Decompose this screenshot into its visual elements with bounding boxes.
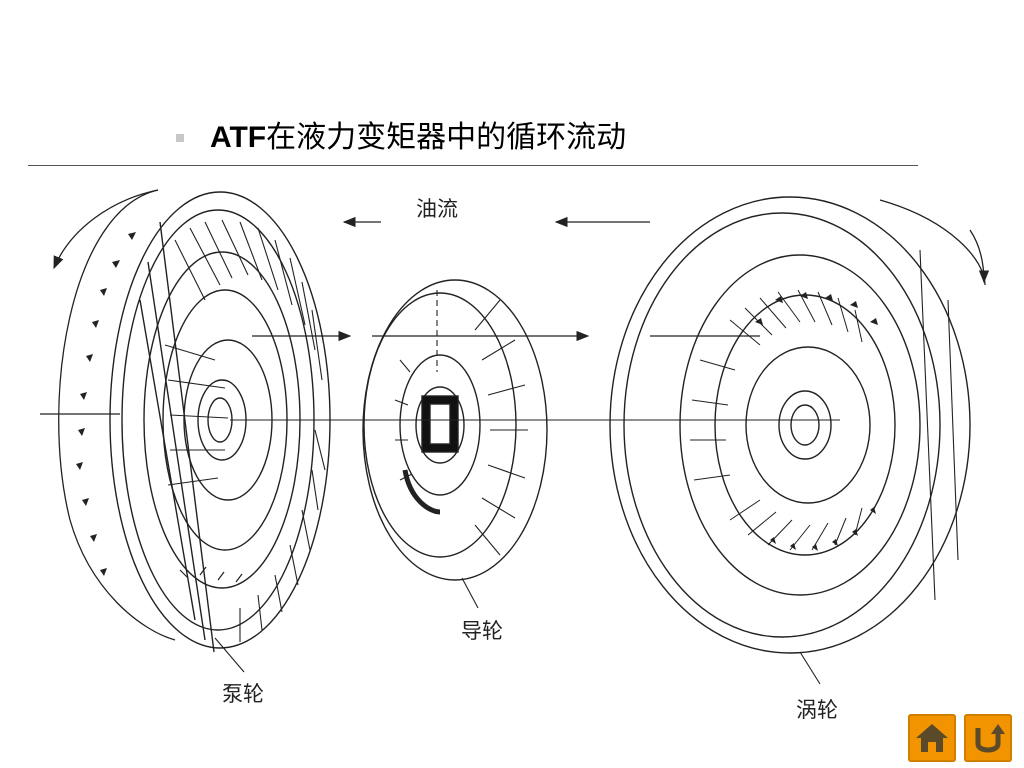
turbine-wheel [609,196,986,654]
slide-title: ATF在液力变矩器中的循环流动 [210,118,626,158]
home-icon [916,724,948,752]
title-divider [28,165,918,166]
return-icon [975,724,1005,753]
title-abbr: ATF [210,121,267,154]
label-stator: 导轮 [461,619,503,643]
label-pump: 泵轮 [222,682,264,706]
return-button[interactable] [964,714,1012,762]
pump-wheel [40,189,331,653]
leader-lines [214,577,821,685]
oil-flow-arrows [53,189,990,421]
label-oil-flow: 油流 [416,197,458,221]
bullet-marker [176,134,184,142]
title-text: 在液力变矩器中的循环流动 [266,120,627,155]
stator-wheel [362,279,548,581]
home-button[interactable] [908,714,956,762]
label-turbine: 涡轮 [796,698,838,722]
